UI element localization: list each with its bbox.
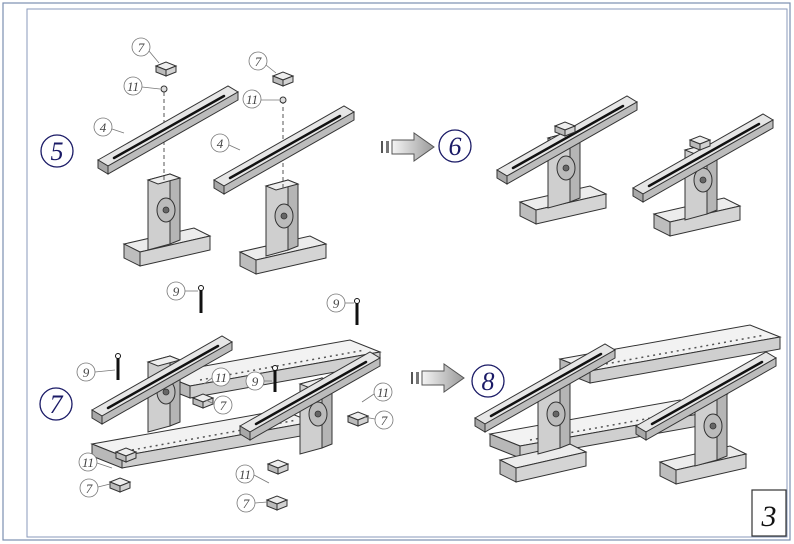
washer-right [279, 96, 287, 104]
svg-text:7: 7 [243, 496, 250, 511]
svg-text:4: 4 [217, 136, 224, 151]
step-8-number: 8 [482, 367, 495, 396]
callout-7-a: 7 [205, 395, 233, 415]
step-7-panel: 7 9 9 9 9 11 7 11 7 11 7 11 7 [39, 281, 394, 513]
callout-11-b: 11 [361, 382, 393, 403]
callout-7-d: 7 [236, 493, 268, 513]
transition-arrow-5-to-6 [381, 132, 435, 162]
square-nut-left [155, 61, 177, 77]
svg-text:11: 11 [246, 92, 258, 107]
page-number: 3 [761, 500, 777, 533]
square-nut-right [272, 71, 294, 87]
step-6-circle [438, 129, 472, 163]
step-5-circle [40, 134, 74, 168]
svg-text:4: 4 [100, 120, 107, 135]
svg-text:7: 7 [86, 481, 93, 496]
step-8-panel: 8 [471, 324, 781, 485]
callout-9-a: 9 [166, 281, 198, 301]
callout-11-d: 11 [235, 464, 270, 484]
svg-text:11: 11 [215, 370, 227, 385]
inner-frame [26, 8, 788, 538]
callout-9-b: 9 [326, 293, 354, 313]
step-5-number: 5 [51, 137, 64, 166]
upright-left [147, 173, 181, 251]
svg-text:11: 11 [82, 455, 94, 470]
washer-left [160, 85, 168, 93]
step-7-circle [39, 387, 73, 421]
svg-text:9: 9 [83, 365, 90, 380]
page-number-box [751, 489, 787, 537]
callout-11-left: 11 [123, 76, 161, 96]
bolt-9-b [354, 298, 360, 325]
callout-11-right: 11 [242, 89, 279, 109]
transition-arrow-7-to-8 [411, 363, 465, 393]
callout-9-c: 9 [76, 362, 116, 382]
callout-7-right: 7 [248, 51, 277, 74]
callout-7-left: 7 [131, 37, 160, 64]
callout-7-b: 7 [363, 410, 394, 430]
step-6-panel: 6 [438, 94, 775, 237]
svg-text:11: 11 [239, 467, 251, 482]
svg-text:11: 11 [377, 385, 389, 400]
step-7-number: 7 [50, 390, 64, 419]
callout-4-left: 4 [93, 117, 125, 137]
nut-7-d [266, 495, 288, 511]
callout-11-c: 11 [78, 452, 113, 472]
svg-text:11: 11 [127, 79, 139, 94]
callout-9-d: 9 [245, 371, 272, 391]
svg-text:9: 9 [173, 284, 180, 299]
svg-text:9: 9 [252, 374, 259, 389]
svg-text:7: 7 [381, 413, 388, 428]
foot-7-right [267, 459, 289, 475]
step-8-circle [471, 364, 505, 398]
callout-7-c: 7 [79, 478, 111, 498]
nut-7-b [347, 411, 369, 427]
svg-text:9: 9 [333, 296, 340, 311]
callout-11-a: 11 [203, 367, 231, 387]
slotted-bar-left [96, 84, 240, 176]
nut-7-c [109, 477, 131, 493]
svg-text:7: 7 [138, 40, 145, 55]
svg-text:7: 7 [255, 54, 262, 69]
upright-right [265, 179, 299, 257]
step-5-panel: 5 7 11 4 [40, 37, 356, 275]
bolt-9-c [115, 353, 121, 380]
callout-4-right: 4 [210, 133, 241, 153]
bolt-9-d [272, 365, 278, 392]
step-6-number: 6 [449, 132, 462, 161]
bolt-9-a [198, 285, 204, 313]
svg-text:7: 7 [220, 398, 227, 413]
